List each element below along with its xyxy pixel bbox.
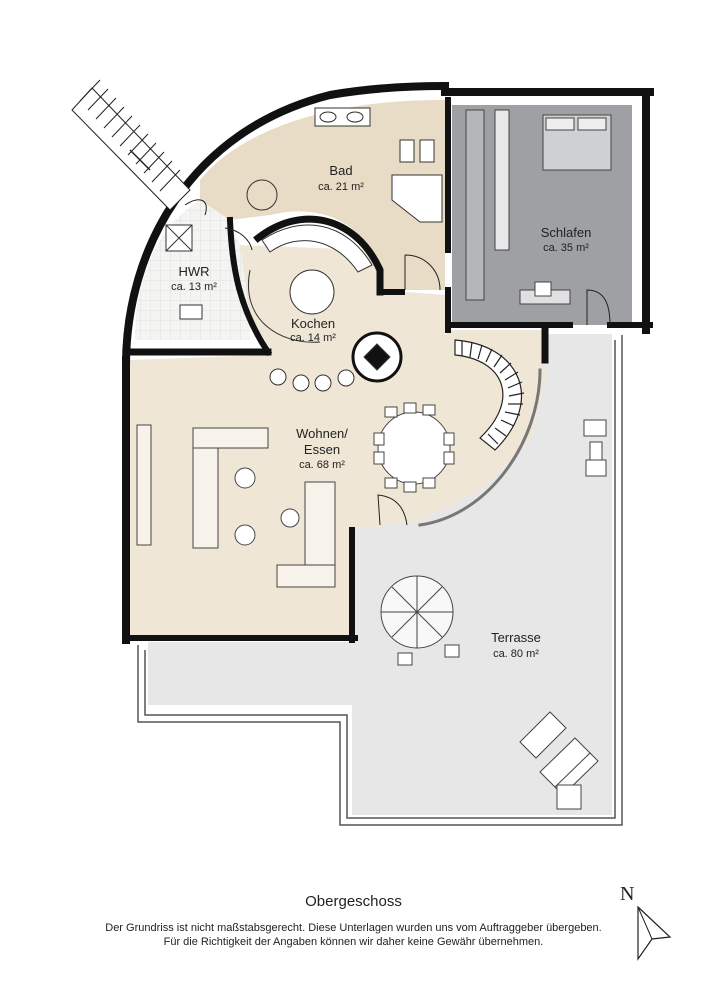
- area-terrasse: ca. 80 m²: [493, 648, 539, 660]
- hwr-items: [165, 224, 203, 320]
- bidet-icon: [419, 139, 435, 163]
- terrace-floor: [148, 334, 612, 815]
- kitchen-floor: [240, 245, 445, 340]
- disclaimer-line-2: Für die Richtigkeit der Angaben können w…: [163, 936, 544, 948]
- label-wohnen: Wohnen/: [296, 426, 348, 441]
- area-bad: ca. 21 m²: [318, 181, 364, 193]
- living-furniture: [136, 424, 336, 588]
- room-labels: Bad ca. 21 m² Schlafen ca. 35 m² HWR ca.…: [171, 163, 591, 660]
- compass-arrow-icon: [637, 905, 672, 961]
- label-kochen: Kochen: [291, 316, 335, 331]
- bathroom-floor: [200, 100, 445, 290]
- disclaimer-line-1: Der Grundriss ist nicht maßstabsgerecht.…: [105, 922, 602, 934]
- area-hwr: ca. 13 m²: [171, 281, 217, 293]
- walls: [121, 81, 654, 644]
- shower-icon: [391, 174, 443, 223]
- living-floor: [130, 330, 545, 635]
- kitchen-furniture: [248, 224, 403, 392]
- disclaimer: Der Grundriss ist nicht maßstabsgerecht.…: [0, 921, 707, 949]
- area-wohnen: ca. 68 m²: [299, 459, 345, 471]
- spiral-staircase-icon: [454, 339, 525, 451]
- area-schlafen: ca. 35 m²: [543, 242, 589, 254]
- kitchen-island: [289, 269, 335, 315]
- sun-lounger-icon: [519, 711, 599, 810]
- utility-floor: [135, 200, 250, 340]
- sofa-icon: [192, 427, 269, 449]
- label-schlafen: Schlafen: [541, 225, 592, 240]
- bedroom-furniture: [465, 109, 612, 305]
- label-essen: Essen: [304, 442, 340, 457]
- label-hwr: HWR: [178, 264, 209, 279]
- north-label: N: [620, 883, 635, 905]
- label-terrasse: Terrasse: [491, 630, 541, 645]
- staircase-icon: [71, 79, 191, 211]
- north-indicator: N: [620, 883, 680, 961]
- floor-title: Obergeschoss: [305, 893, 402, 910]
- dining-table-icon: [373, 402, 455, 493]
- bath-fixtures: [246, 107, 443, 223]
- wardrobe-icon: [465, 109, 485, 301]
- terrace-furniture: [380, 419, 607, 810]
- label-bad: Bad: [329, 163, 352, 178]
- toilet-icon: [399, 139, 415, 163]
- terrace-railing: [137, 335, 623, 826]
- doors: [184, 199, 611, 526]
- area-kochen: ca. 14 m²: [290, 332, 336, 344]
